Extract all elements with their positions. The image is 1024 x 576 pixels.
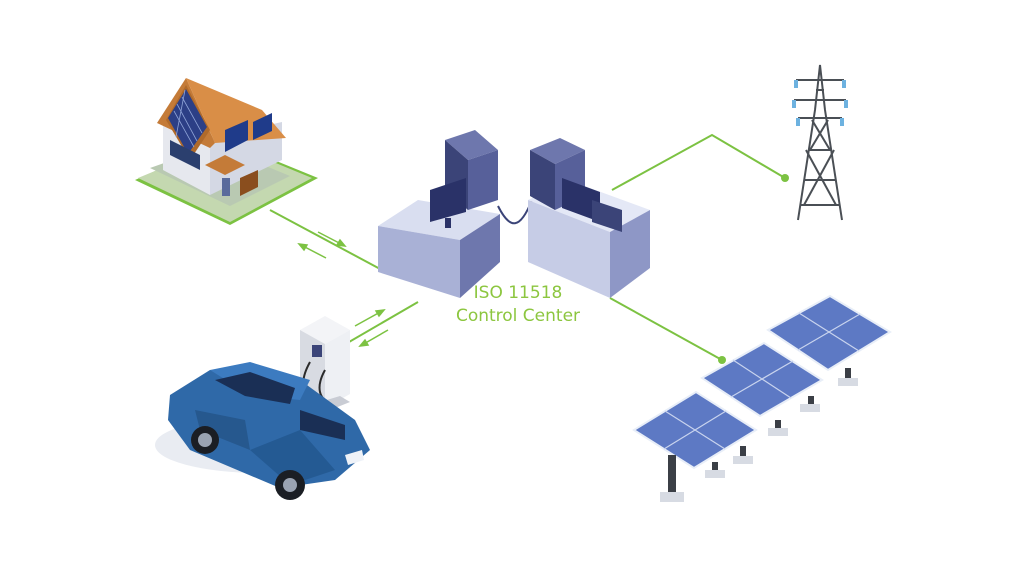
control-center-desks-icon	[378, 130, 650, 298]
caption-control-center: Control Center	[455, 306, 581, 326]
control-center-caption: ISO 11518 Control Center	[418, 282, 618, 328]
power-pylon-icon	[794, 64, 846, 221]
solar-house-icon	[135, 78, 318, 225]
house-flow-arrows	[297, 231, 347, 259]
charger-flow-arrows	[354, 309, 389, 347]
control-to-solar-line	[609, 297, 723, 361]
house-to-control-line	[269, 209, 383, 271]
electric-car-icon	[155, 362, 370, 500]
ev-charger-icon	[300, 316, 350, 410]
solar-panel-array-icon	[632, 294, 892, 502]
pylon-connection-dot	[781, 174, 789, 182]
pylon-insulators	[792, 80, 848, 126]
control-to-pylon-line	[611, 133, 786, 191]
caption-standard: ISO 11518	[473, 283, 563, 303]
solar-connection-dot	[718, 356, 726, 364]
